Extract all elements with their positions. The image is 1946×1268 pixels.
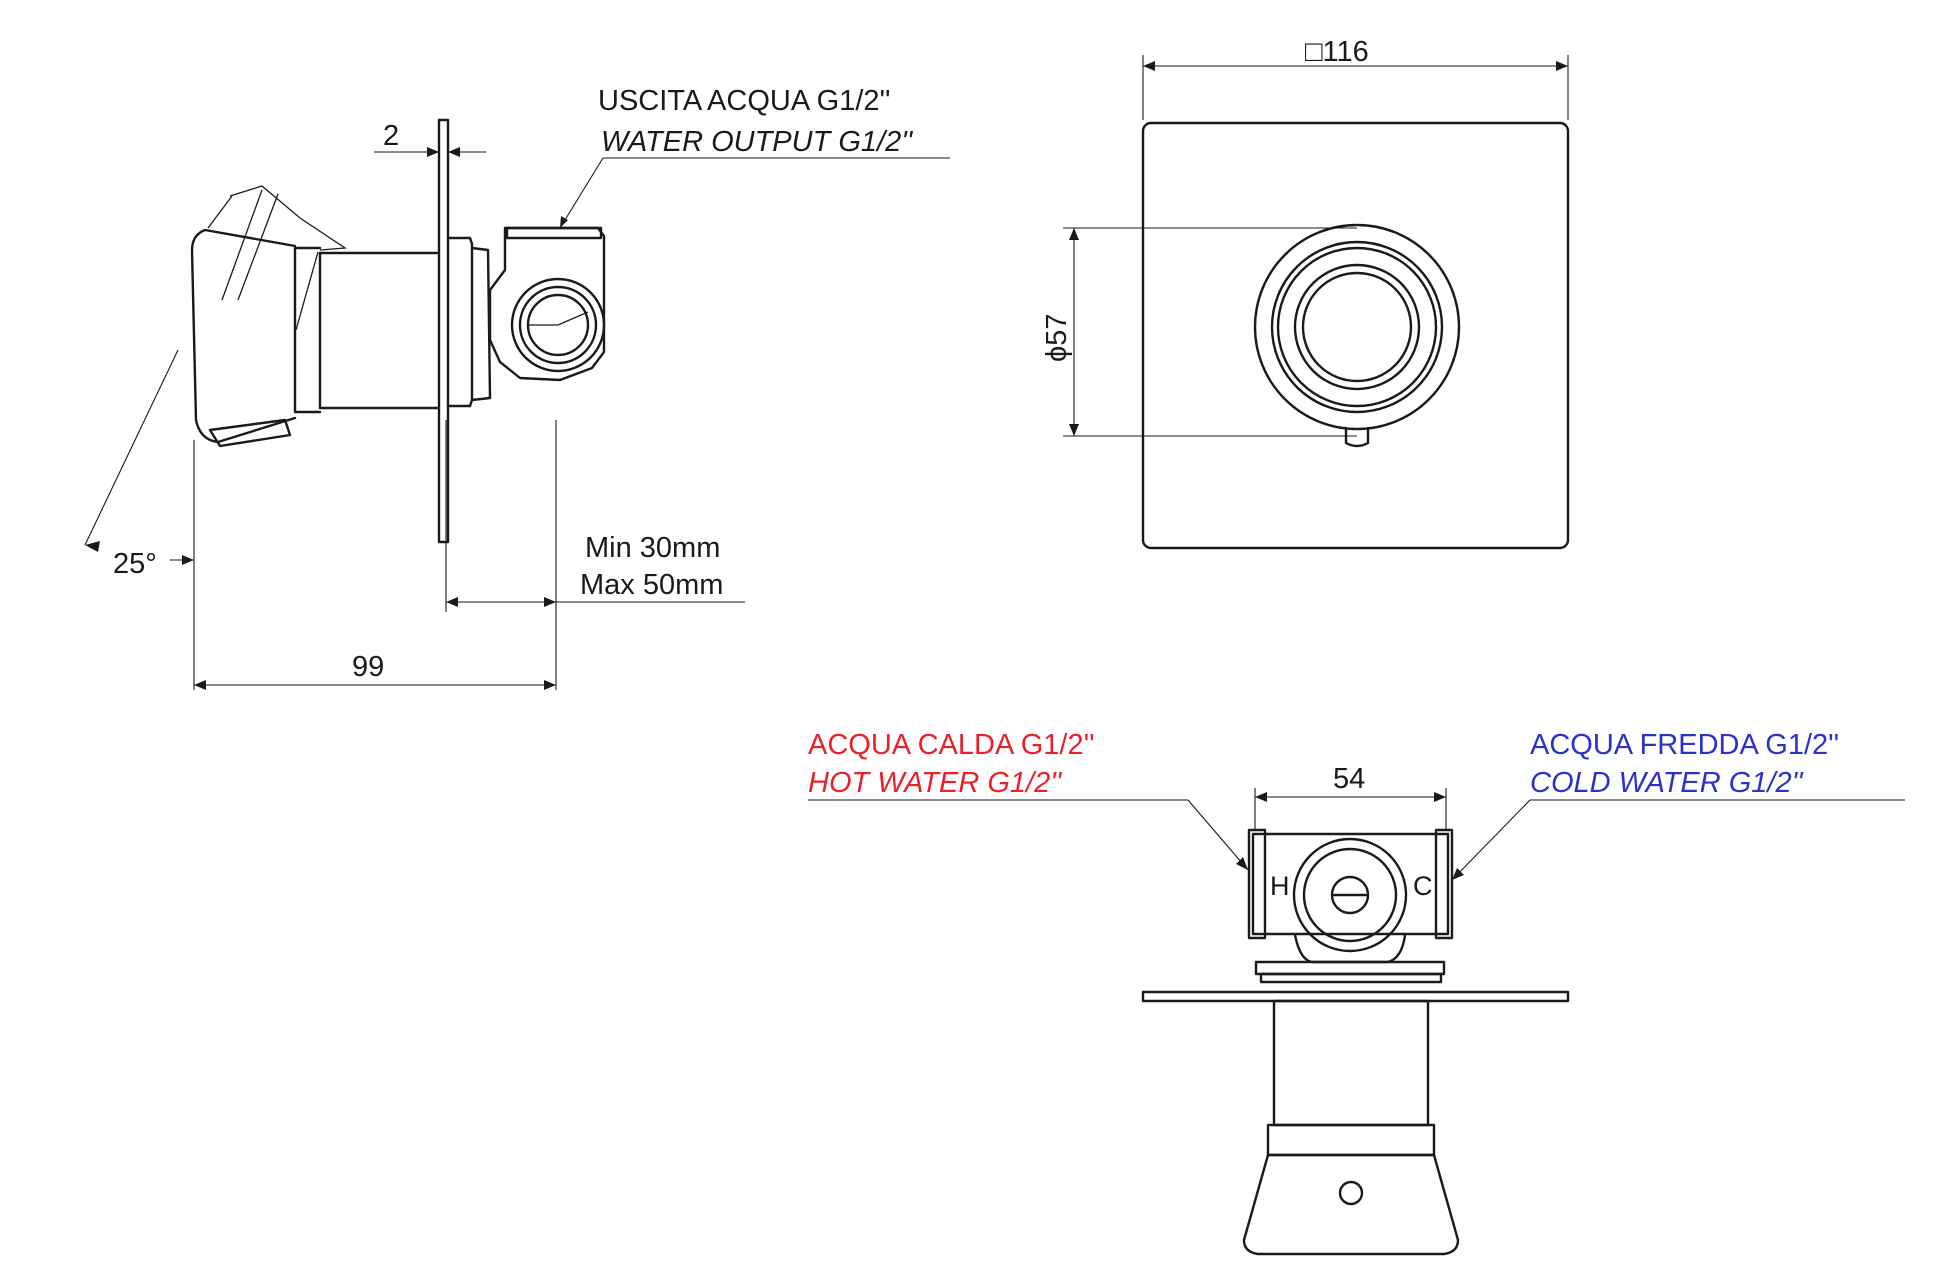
top-cylinder [1272, 999, 1430, 1127]
cold-mark: C [1413, 871, 1433, 901]
spacing-arrow-right [1434, 792, 1446, 802]
side-handle-collar [293, 246, 322, 414]
width-arrow-right [1556, 61, 1568, 71]
cold-water-label: ACQUA FREDDA G1/2'' [1530, 729, 1839, 761]
side-handle-rotated-hatch1 [221, 189, 263, 301]
thickness-arrow-left [427, 147, 439, 157]
top-cold-inlet [1434, 828, 1454, 940]
side-handle-rotated-edge [207, 195, 233, 229]
width-arrow-left [1143, 61, 1155, 71]
side-handle-rotated [229, 185, 347, 251]
side-handle-rotated-hatch2 [237, 193, 279, 301]
overall-arrow-left [194, 680, 206, 690]
top-cartridge-inner [1302, 847, 1398, 943]
overall-depth-value: 99 [352, 651, 384, 683]
side-handle-lever [208, 418, 292, 448]
hot-leader [1187, 799, 1249, 871]
thickness-arrow-right [448, 147, 460, 157]
side-valve-body [488, 226, 606, 382]
outlet-label-en: WATER OUTPUT G1/2'' [601, 126, 914, 158]
angle-ref-arrow [182, 555, 194, 565]
cold-water-label-en: COLD WATER G1/2'' [1530, 767, 1804, 799]
side-handle-rotated-hatch3 [295, 251, 319, 331]
depth-arrow-left [446, 597, 458, 607]
front-plate [1141, 121, 1570, 550]
overall-arrow-right [544, 680, 556, 690]
side-flange-ring [470, 246, 492, 402]
side-handle [190, 228, 297, 444]
outlet-label: USCITA ACQUA G1/2'' [598, 85, 891, 117]
handle-angle-value: 25° [113, 548, 157, 580]
spacing-arrow-left [1255, 792, 1267, 802]
front-handle-outer [1253, 223, 1461, 431]
front-handle-ring2 [1276, 246, 1438, 408]
cold-leader-arrow [1452, 868, 1464, 880]
plate-thickness-value: 2 [383, 120, 399, 152]
handle-diameter-value: ϕ57 [1041, 314, 1073, 363]
top-collar [1254, 960, 1446, 976]
top-body-lower [1293, 933, 1407, 964]
hot-mark: H [1270, 871, 1290, 901]
cold-leader [1451, 799, 1531, 881]
angle-arrow [85, 541, 100, 552]
top-wall-plate [1141, 990, 1570, 1003]
side-wall-plate [437, 118, 450, 544]
front-handle-center [1301, 271, 1413, 383]
hot-water-label-en: HOT WATER G1/2'' [808, 767, 1063, 799]
side-outlet-ring-mid [518, 285, 598, 365]
depth-arrow-right [544, 597, 556, 607]
hot-water-label: ACQUA CALDA G1/2'' [808, 729, 1095, 761]
side-flange [446, 236, 474, 408]
diameter-arrow-top [1069, 228, 1079, 240]
angle-line [84, 349, 179, 546]
hot-leader-arrow [1236, 857, 1248, 870]
outlet-leader [559, 157, 604, 229]
side-outlet-ring-outer [510, 277, 606, 373]
side-cylinder [318, 251, 441, 410]
diameter-arrow-bottom [1069, 424, 1079, 436]
side-view: USCITA ACQUA G1/2'' WATER OUTPUT G1/2'' … [84, 85, 950, 690]
top-view: 54 H C ACQUA CALDA G1/2'' HOT WATER G1/2… [808, 729, 1905, 1256]
front-handle-ring3 [1293, 263, 1421, 391]
top-handle-collar [1266, 1123, 1436, 1157]
inlet-spacing-value: 54 [1333, 763, 1365, 795]
side-outlet-top [505, 226, 603, 240]
plate-size-value: □116 [1305, 36, 1369, 68]
top-handle [1242, 1153, 1460, 1256]
top-cartridge-outer [1292, 837, 1408, 953]
front-handle-ring1 [1270, 240, 1444, 414]
depth-max-value: Max 50mm [580, 569, 723, 601]
top-handle-hole [1338, 1180, 1364, 1206]
front-view: □116 ϕ57 [1041, 36, 1570, 550]
front-handle-notch [1344, 426, 1370, 448]
top-hot-inlet [1247, 828, 1267, 940]
top-collar2 [1259, 972, 1443, 984]
top-cartridge-center [1330, 875, 1370, 915]
side-outlet-detail [528, 311, 589, 326]
outlet-leader-arrow [560, 216, 568, 228]
top-inlet-body [1251, 832, 1450, 936]
depth-min-value: Min 30mm [585, 532, 720, 564]
